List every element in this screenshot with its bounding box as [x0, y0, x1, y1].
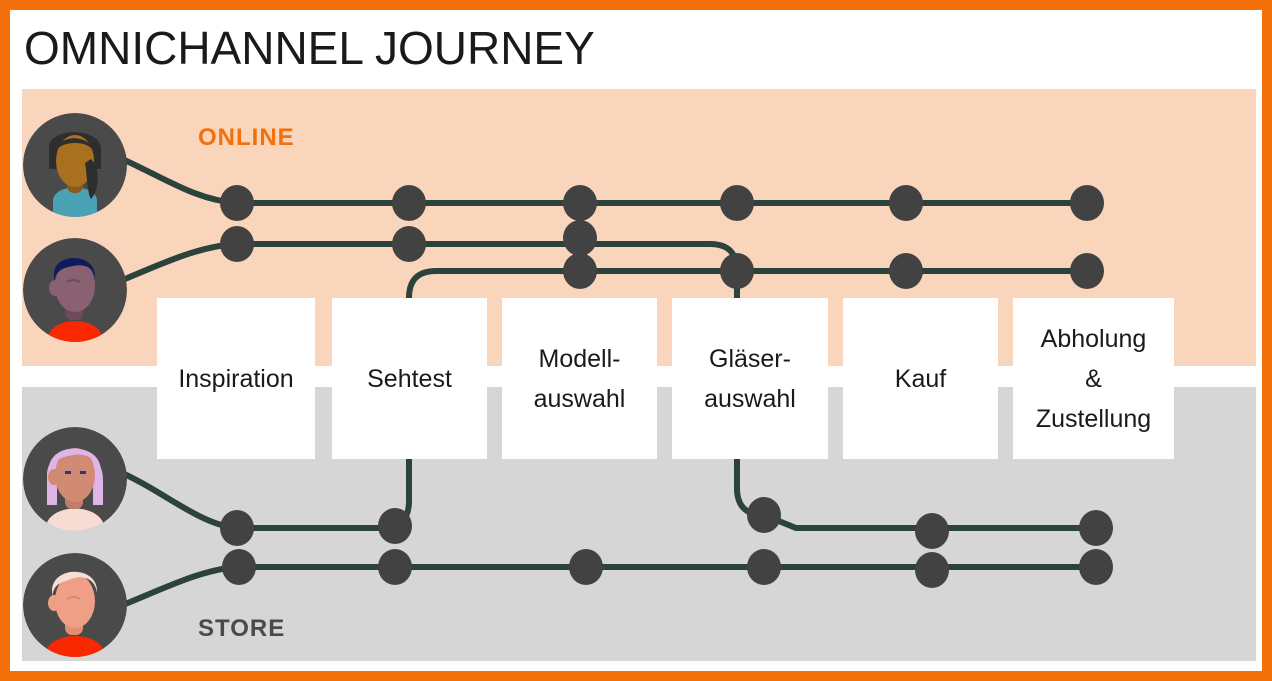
- stage-label-line: auswahl: [704, 384, 796, 413]
- stage-box-abholung-zustellung[interactable]: Abholung & Zustellung: [1013, 298, 1174, 459]
- stage-box-glaeserauswahl[interactable]: Gläser- auswahl: [672, 298, 828, 459]
- stage-label-line: Abholung: [1040, 324, 1147, 353]
- stage-label-line: &: [1085, 364, 1102, 393]
- infographic-inner: OMNICHANNEL JOURNEY ONLINE STORE: [10, 10, 1262, 671]
- stage-box-modellauswahl[interactable]: Modell- auswahl: [502, 298, 657, 459]
- stage-label-line: Modell-: [538, 344, 621, 373]
- stage-label-line: Kauf: [894, 364, 947, 393]
- online-band-label: ONLINE: [198, 124, 295, 151]
- stage-label-line: Zustellung: [1035, 404, 1152, 433]
- avatar-store-1: [23, 427, 127, 531]
- stage-label-line: Sehtest: [367, 364, 452, 393]
- stage-label-line: auswahl: [533, 384, 626, 413]
- page-title: OMNICHANNEL JOURNEY: [24, 22, 595, 74]
- stage-label-line: Inspiration: [178, 364, 294, 393]
- avatar-online-2: [23, 238, 127, 342]
- stage-box-sehtest[interactable]: Sehtest: [332, 298, 487, 459]
- stage-box-kauf[interactable]: Kauf: [843, 298, 998, 459]
- avatar-online-1: [23, 113, 127, 217]
- stage-box-inspiration[interactable]: Inspiration: [157, 298, 315, 459]
- avatar-store-2: [23, 553, 127, 657]
- stage-label-line: Gläser-: [709, 344, 791, 373]
- store-band-label: STORE: [198, 615, 286, 642]
